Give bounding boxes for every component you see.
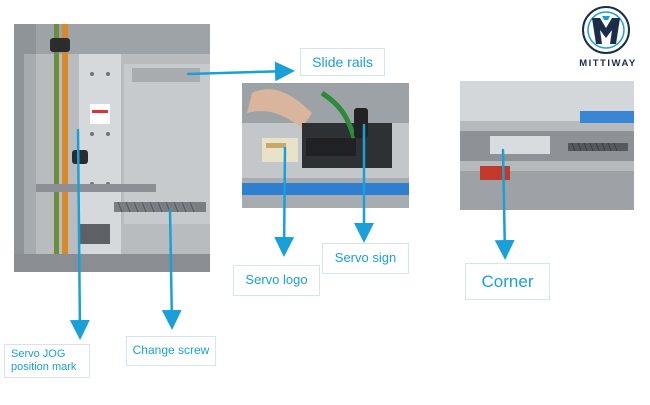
- callout-corner: Corner: [465, 263, 550, 300]
- callout-change-screw-text: Change screw: [132, 343, 210, 358]
- brand-name: MITTIWAY: [579, 58, 637, 69]
- callout-servo-logo: Servo logo: [233, 265, 320, 296]
- arrow-corner: [494, 148, 515, 260]
- arrow-servo-logo: [274, 146, 295, 257]
- callout-corner-text: Corner: [481, 271, 534, 291]
- callout-servo-jog: Servo JOG position mark: [4, 344, 90, 378]
- callout-change-screw: Change screw: [126, 336, 216, 366]
- callout-servo-jog-line1: Servo JOG: [11, 348, 66, 361]
- callout-slide-rails: Slide rails: [300, 48, 385, 76]
- arrow-change-screw: [161, 208, 182, 330]
- callout-servo-jog-line2: position mark: [11, 361, 77, 373]
- arrow-slide-rails: [186, 61, 295, 82]
- photo-machine-side: [14, 24, 210, 272]
- callout-servo-sign-text: Servo sign: [334, 250, 397, 266]
- callout-servo-sign: Servo sign: [322, 243, 409, 274]
- photo-corner-closeup: [460, 81, 634, 210]
- callout-servo-logo-text: Servo logo: [245, 272, 308, 288]
- arrow-servo-jog: [69, 128, 90, 340]
- callout-slide-rails-text: Slide rails: [312, 53, 373, 70]
- mittiway-logo-icon: [582, 6, 630, 54]
